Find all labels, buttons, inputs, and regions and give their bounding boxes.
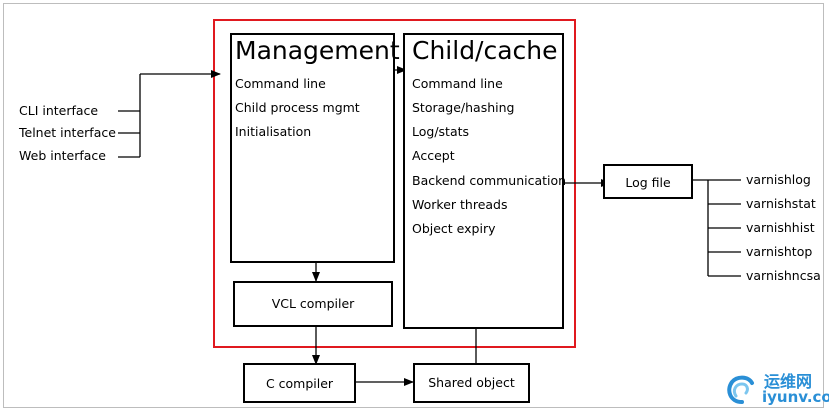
c-compiler-box: C compiler — [243, 363, 356, 403]
watermark-domain: iyunv.com — [762, 388, 829, 406]
tool-varnishtop: varnishtop — [746, 244, 813, 259]
tool-varnishhist: varnishhist — [746, 220, 815, 235]
child-item: Object expiry — [412, 221, 496, 236]
management-item: Initialisation — [235, 124, 312, 139]
tool-varnishlog: varnishlog — [746, 172, 811, 187]
child-item: Backend communication — [412, 173, 567, 188]
input-web-interface: Web interface — [19, 148, 106, 163]
c-compiler-label: C compiler — [265, 376, 334, 391]
watermark-logo: 运维网 iyunv.com — [722, 368, 829, 408]
management-title: Management — [235, 36, 400, 65]
shared-object-box: Shared object — [413, 363, 530, 403]
child-cache-box: Child/cache Command line Storage/hashing… — [403, 33, 567, 329]
shared-object-label: Shared object — [428, 375, 515, 390]
child-item: Storage/hashing — [412, 100, 515, 115]
management-item: Child process mgmt — [235, 100, 360, 115]
log-file-label: Log file — [625, 175, 671, 190]
input-telnet-interface: Telnet interface — [19, 125, 116, 140]
image-frame — [3, 3, 824, 408]
child-item: Worker threads — [412, 197, 508, 212]
child-item: Command line — [412, 76, 503, 91]
input-cli-interface: CLI interface — [19, 103, 99, 118]
log-file-box: Log file — [603, 164, 693, 199]
vcl-compiler-box: VCL compiler — [233, 281, 393, 327]
watermark-title: 运维网 — [764, 372, 813, 391]
child-item: Log/stats — [412, 124, 470, 139]
tools-bracket — [692, 179, 741, 277]
interfaces-bracket — [118, 70, 221, 158]
child-item: Accept — [412, 148, 455, 163]
tool-varnishncsa: varnishncsa — [746, 268, 821, 283]
management-item: Command line — [235, 76, 326, 91]
swirl-logo-icon — [727, 375, 754, 404]
management-box: Management Command line Child process mg… — [230, 33, 400, 263]
tool-varnishstat: varnishstat — [746, 196, 816, 211]
vcl-compiler-label: VCL compiler — [271, 296, 355, 311]
child-cache-title: Child/cache — [412, 36, 558, 65]
